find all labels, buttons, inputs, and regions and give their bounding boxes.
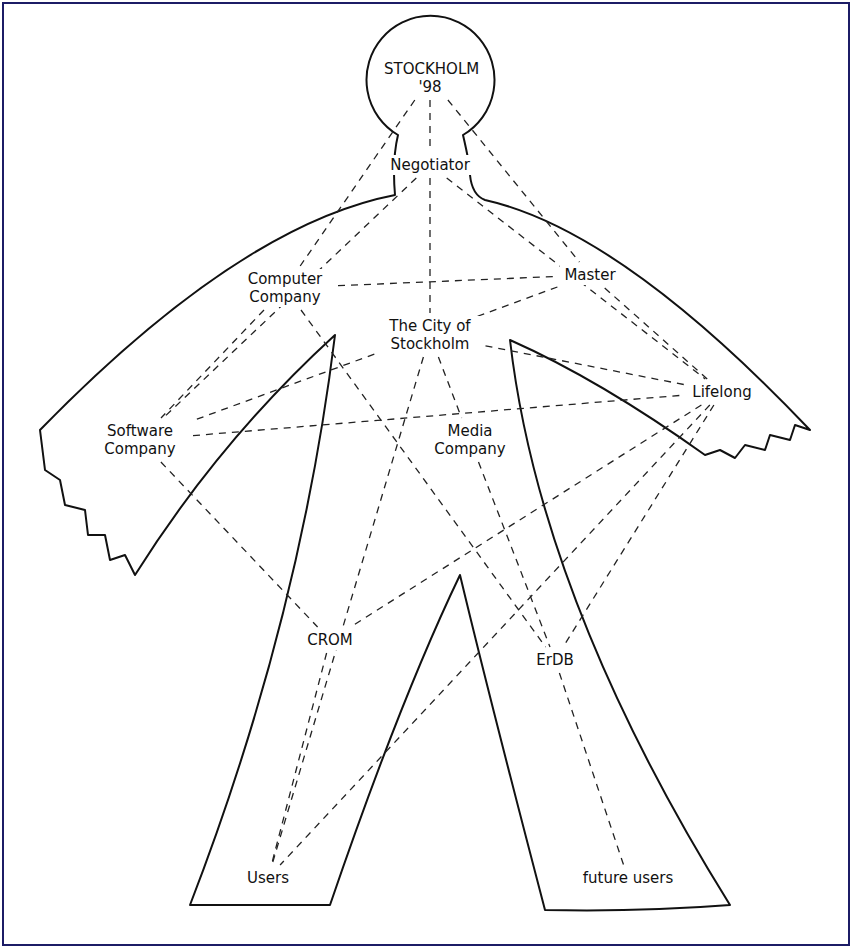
label-node: future users <box>579 868 678 888</box>
dashed-connector <box>272 357 424 865</box>
label-node: Computer Company <box>235 269 335 307</box>
dashed-connector <box>280 405 710 865</box>
node-text: ErDB <box>536 651 574 669</box>
node-text: The City of Stockholm <box>382 317 479 353</box>
node-text: future users <box>583 869 674 887</box>
dashed-connector <box>559 673 623 865</box>
dashed-connector <box>351 405 702 627</box>
dashed-connector <box>193 287 557 421</box>
dashed-connector <box>429 178 430 313</box>
node-text: Computer Company <box>239 270 331 306</box>
figure-outline <box>40 16 810 911</box>
label-node: ErDB <box>532 650 578 670</box>
dashed-connector <box>479 462 551 647</box>
node-text: Negotiator <box>390 156 470 174</box>
dashed-connector <box>486 346 686 385</box>
dashed-connector <box>563 405 714 647</box>
dashed-connector <box>300 100 415 266</box>
dashed-connector <box>161 310 264 418</box>
dashed-connector <box>605 288 708 379</box>
dashed-connector <box>438 357 461 418</box>
node-text: Users <box>247 869 289 887</box>
node-text: Master <box>564 266 615 284</box>
dashed-connector <box>161 462 318 627</box>
node-text: Media Company <box>429 422 511 458</box>
node-text: Lifelong <box>692 383 751 401</box>
label-node: Media Company <box>425 421 515 459</box>
node-text: Software Company <box>94 422 186 458</box>
label-node: Master <box>560 265 619 285</box>
dashed-connector <box>301 310 546 647</box>
node-text: CROM <box>307 631 353 649</box>
label-node: Lifelong <box>688 382 755 402</box>
label-node: Users <box>243 868 293 888</box>
label-node: STOCKHOLM '98 <box>380 59 480 97</box>
label-node: CROM <box>303 630 357 650</box>
dashed-connector <box>448 100 580 262</box>
node-text: STOCKHOLM '98 <box>384 60 476 96</box>
dashed-connector <box>271 653 326 865</box>
dashed-connector <box>338 276 557 285</box>
dashed-connector <box>447 178 706 379</box>
label-node: Negotiator <box>386 155 474 175</box>
label-node: The City of Stockholm <box>378 316 483 354</box>
dashed-connector <box>429 100 430 152</box>
dashed-connector <box>163 178 416 418</box>
label-node: Software Company <box>90 421 190 459</box>
